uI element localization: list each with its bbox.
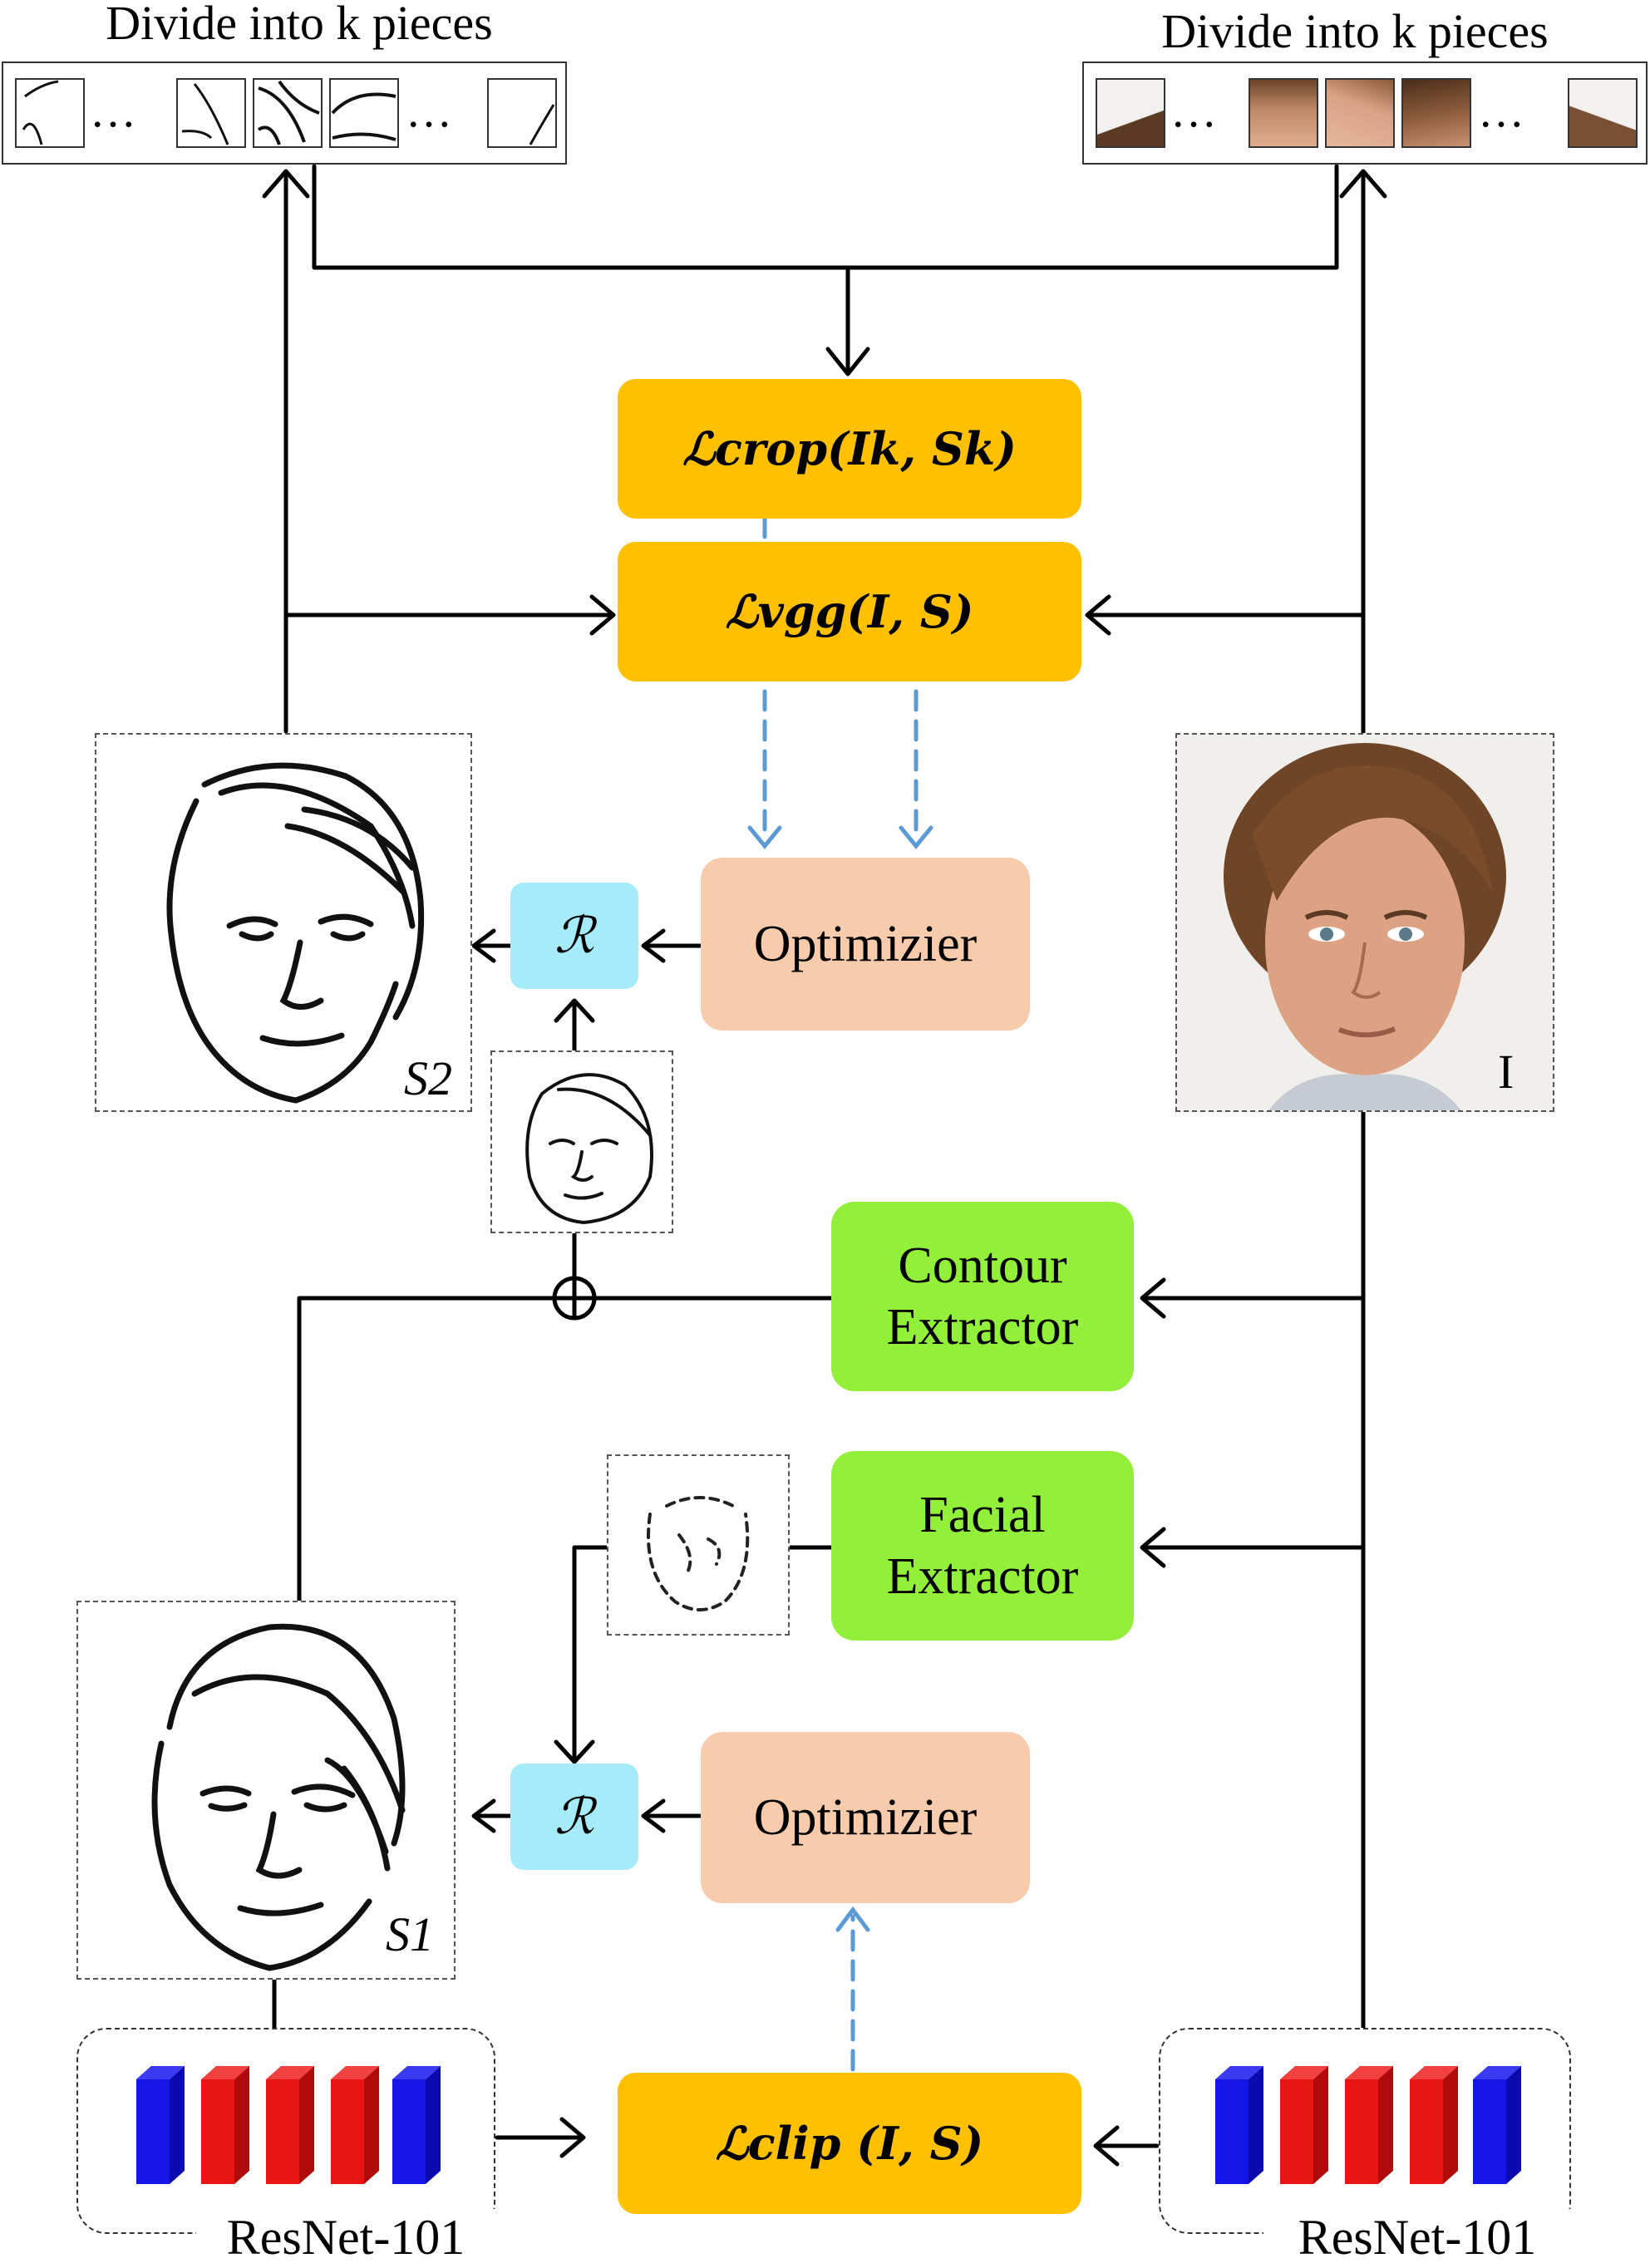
resnet-right-layers xyxy=(1215,2066,1521,2184)
clip-loss-box: ℒclip (I, S) xyxy=(618,2073,1081,2214)
sketch-crop-3 xyxy=(253,78,323,148)
resnet-right-layer-5 xyxy=(1473,2066,1521,2184)
sketch-crops-ellipsis-1: … xyxy=(90,86,141,137)
resnet-left-layer-3 xyxy=(266,2066,314,2184)
resnet-right-layer-1 xyxy=(1215,2066,1263,2184)
img-to-contour-arrowhead xyxy=(1140,1277,1166,1319)
renderer-bottom-symbol: ℛ xyxy=(554,1789,594,1844)
vgg-loss-text: ℒvgg(I, S) xyxy=(725,585,974,638)
plus-to-s1-line xyxy=(297,1296,556,1606)
resnet-right-block xyxy=(1159,2028,1571,2234)
optimizer-bottom-box: Optimizier xyxy=(701,1732,1030,1903)
facial-extractor-box: Facial Extractor xyxy=(831,1451,1134,1641)
top-right-label: Divide into k pieces xyxy=(1161,4,1549,58)
landmark-to-r-arrowhead xyxy=(554,1739,595,1764)
small-sketch-thumbnail xyxy=(490,1050,673,1233)
renderer-top-box: ℛ xyxy=(510,883,638,989)
renderer-top-symbol: ℛ xyxy=(554,908,594,963)
photo-crops-strip: … … xyxy=(1082,61,1648,165)
top-left-label: Divide into k pieces xyxy=(106,0,493,50)
resnet-left-layers xyxy=(136,2066,441,2184)
resnet-left-layer-2 xyxy=(201,2066,249,2184)
opt2-to-r-arrowhead xyxy=(641,1798,666,1833)
crop-loss-box: ℒcrop(Ik, Sk) xyxy=(618,379,1081,519)
contour-extractor-box: Contour Extractor xyxy=(831,1202,1134,1391)
s2-to-vgg-arrowhead xyxy=(589,594,616,636)
renderer-bottom-box: ℛ xyxy=(510,1764,638,1870)
r-to-s2-arrowhead xyxy=(471,928,496,963)
sketch-s1-drawing xyxy=(151,1623,406,1971)
sketch-s2-panel: S2 xyxy=(95,733,472,1112)
crop-merge-line xyxy=(312,164,1339,270)
sketch-s1-panel: S1 xyxy=(76,1601,456,1980)
sketch-crops-strip: … … xyxy=(2,61,567,165)
facial-extractor-line2: Extractor xyxy=(886,1548,1079,1605)
resnet-left-layer-5 xyxy=(392,2066,441,2184)
img-up-arrowhead xyxy=(1339,169,1387,199)
facial-landmark-thumbnail xyxy=(607,1454,790,1636)
photo-crop-4 xyxy=(1401,78,1471,148)
photo-crop-3 xyxy=(1325,78,1395,148)
sketch-crops-ellipsis-2: … xyxy=(406,86,457,137)
resnet-right-layer-3 xyxy=(1345,2066,1393,2184)
img-to-vgg-arrowhead xyxy=(1085,594,1111,636)
portrait-image xyxy=(1224,743,1506,1110)
resnet-to-clip-arrowhead xyxy=(559,2117,586,2158)
optimizer-bottom-text: Optimizier xyxy=(753,1788,978,1846)
resnet-left-layer-1 xyxy=(136,2066,185,2184)
resnet2-to-clip-arrowhead xyxy=(1093,2125,1120,2167)
landmark-to-r-line xyxy=(572,1545,609,1763)
optimizer-top-text: Optimizier xyxy=(753,915,978,972)
contour-extractor-line2: Extractor xyxy=(886,1299,1079,1355)
s2-up-arrowhead xyxy=(262,169,310,199)
portrait-panel: I xyxy=(1175,733,1554,1112)
sketch-crop-4 xyxy=(329,78,399,148)
sketch-s2-drawing xyxy=(166,762,425,1104)
sketch-crop-5 xyxy=(487,78,557,148)
resnet-left-label: ResNet-101 xyxy=(196,2209,495,2266)
sketch-s1-label: S1 xyxy=(386,1907,434,1961)
facial-extractor-line1: Facial xyxy=(919,1486,1046,1543)
crop-loss-text: ℒcrop(Ik, Sk) xyxy=(682,422,1017,475)
resnet-left-layer-4 xyxy=(331,2066,379,2184)
opt-to-r-arrowhead xyxy=(641,928,666,963)
vgg-loss-box: ℒvgg(I, S) xyxy=(618,542,1081,681)
resnet-right-label: ResNet-101 xyxy=(1263,2209,1571,2266)
sketch-crop-2 xyxy=(176,78,246,148)
crop-arrowhead xyxy=(825,347,870,376)
photo-crops-ellipsis-2: … xyxy=(1478,86,1529,137)
resnet-left-block xyxy=(76,2028,495,2234)
contour-extractor-line1: Contour xyxy=(898,1237,1067,1294)
image-label: I xyxy=(1498,1045,1515,1099)
sketch-s2-label: S2 xyxy=(404,1051,452,1105)
photo-crop-1 xyxy=(1096,78,1165,148)
photo-crop-2 xyxy=(1249,78,1318,148)
optimizer-top-box: Optimizier xyxy=(701,858,1030,1031)
img-to-facial-arrowhead xyxy=(1140,1527,1166,1568)
resnet-right-layer-4 xyxy=(1410,2066,1458,2184)
resnet-right-layer-2 xyxy=(1280,2066,1328,2184)
sketch-crop-1 xyxy=(15,78,85,148)
clip-loss-text: ℒclip (I, S) xyxy=(715,2117,984,2170)
photo-crops-ellipsis-1: … xyxy=(1170,86,1222,137)
r-to-s1-arrowhead xyxy=(471,1798,496,1833)
sketch-to-r-arrowhead xyxy=(554,998,595,1023)
photo-crop-5 xyxy=(1568,78,1638,148)
